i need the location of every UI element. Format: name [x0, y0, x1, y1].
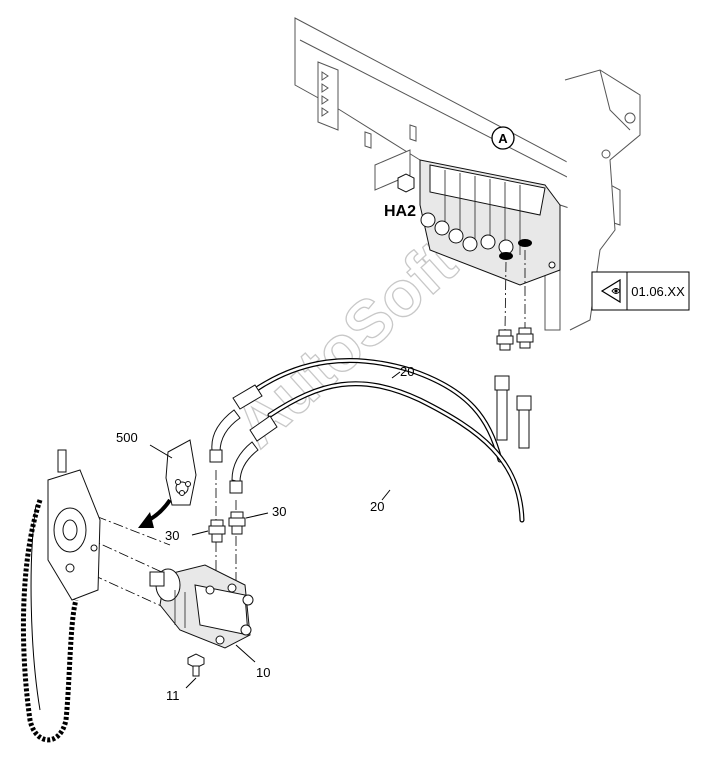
guard-part: [165, 439, 197, 506]
valve-slices: [444, 170, 521, 255]
screw-label: 11: [166, 688, 180, 703]
eye-icon: [600, 278, 621, 304]
adapter-left-label: 30: [165, 528, 179, 543]
hose-elbow-left: [211, 384, 263, 453]
screw-part: [187, 653, 205, 677]
hose-lower-label: 20: [370, 499, 384, 514]
motor-label: 10: [256, 665, 270, 680]
reference-label: 01.06.XX: [631, 284, 685, 299]
chain-sprocket-assembly: [20, 449, 101, 743]
hydraulic-motor: [149, 564, 254, 649]
adapter-fittings: [208, 511, 246, 543]
port-cap-left: [499, 252, 513, 260]
small-fitting: [397, 173, 415, 193]
hose-end-fitting-right: [516, 395, 532, 449]
port-cap-right: [518, 239, 532, 247]
hose-assembly: [209, 358, 532, 523]
guard-label: 500: [116, 430, 138, 445]
drive-chain: [20, 499, 79, 743]
view-ref-callout: A: [491, 126, 515, 150]
tension-bolt: [57, 449, 67, 473]
valve-block-label: HA2: [384, 203, 416, 220]
hose-elbow-right: [231, 415, 278, 483]
upper-adapters: [496, 327, 534, 351]
motor-shaft: [149, 571, 165, 587]
bracket-slots: [321, 71, 329, 117]
view-ref-label: A: [498, 131, 508, 146]
reference-box: 01.06.XX: [591, 271, 690, 311]
hose-end-fitting-left: [494, 375, 510, 441]
valve-couplers: [420, 212, 514, 255]
adapter-right-label: 30: [272, 504, 286, 519]
direction-arrow: [138, 498, 172, 528]
hose-upper-label: 20: [400, 364, 414, 379]
